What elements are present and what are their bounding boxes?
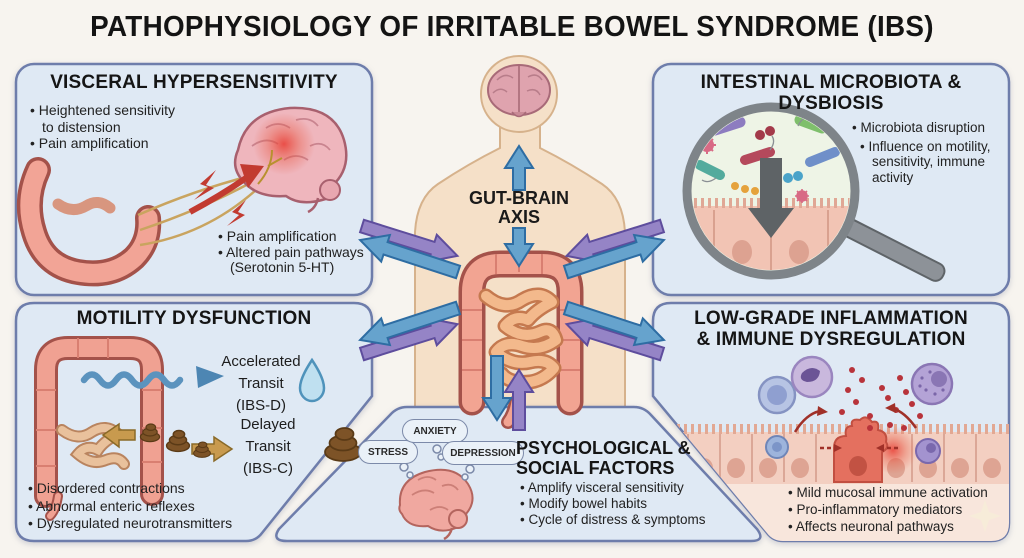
visceral-panel-title: VISCERAL HYPERSENSITIVITY	[50, 72, 338, 93]
list-item: Mild mucosal immune activation	[788, 484, 987, 501]
motility-panel-title: MOTILITY DYSFUNCTION	[76, 308, 312, 329]
magnifier-icon	[682, 102, 946, 282]
delayed-transit-label: Delayed Transit (IBS-C)	[240, 416, 296, 477]
visceral-bullets-top: Heightened sensitivity to distension Pai…	[30, 102, 175, 152]
inflammation-bullets: Mild mucosal immune activation Pro-infla…	[788, 484, 988, 535]
thought-bubble-depression: DEPRESSION	[442, 441, 524, 465]
list-item: Cycle of distress & symptoms	[520, 512, 705, 528]
axis-up-arrow-icon	[503, 144, 535, 191]
thought-bubble-tails	[399, 444, 475, 481]
pain-glow	[253, 113, 315, 175]
blue-arrow-icon	[481, 355, 513, 422]
axis-down-arrow-icon	[503, 227, 535, 268]
brain-icon	[233, 106, 348, 214]
gut-brain-axis-arrows	[503, 144, 535, 268]
list-item: Dysregulated neurotransmitters	[28, 515, 232, 533]
dysbiosis-arrow-icon	[748, 158, 794, 238]
list-item: Disordered contractions	[28, 480, 232, 498]
pain-arrow-icon	[188, 164, 264, 215]
visceral-bullets-bottom: Pain amplification Altered pain pathways…	[218, 228, 364, 276]
accelerated-wavy-arrow-icon	[80, 366, 224, 389]
list-item: Affects neuronal pathways	[788, 518, 988, 535]
motility-bullets: Disordered contractions Abnormal enteric…	[28, 480, 232, 533]
damaged-cell-icon	[833, 416, 889, 483]
head-brain-icon	[487, 64, 551, 118]
thought-bubble-stress: STRESS	[358, 440, 418, 464]
microbiota-panel-title: INTESTINAL MICROBIOTA & DYSBIOSIS	[700, 72, 962, 114]
intestine-icon	[16, 157, 162, 287]
list-item: Amplify visceral sensitivity	[520, 480, 706, 496]
list-item: Microbiota disruption	[852, 120, 1002, 136]
microbiota-bullets: Microbiota disruption Influence on motil…	[852, 120, 1002, 185]
delayed-arrow-left-icon	[101, 422, 136, 449]
list-item: Pain amplification	[218, 228, 364, 245]
list-item: Modify bowel habits	[520, 496, 706, 512]
delayed-transit-icons	[101, 422, 362, 463]
psychological-panel-title: PSYCHOLOGICAL & SOCIAL FACTORS	[516, 438, 691, 478]
bidirectional-arrow-bottom-center	[481, 355, 535, 431]
epithelium-icon	[656, 416, 1009, 484]
mediator-granules-icon	[839, 367, 923, 431]
purple-arrow-icon	[503, 368, 535, 431]
list-item: Altered pain pathways (Serotonin 5-HT)	[218, 244, 364, 276]
immune-cells-icon	[757, 355, 954, 415]
gut-brain-axis-label: GUT-BRAIN AXIS	[469, 188, 569, 227]
list-item: Pro-inflammatory mediators	[788, 501, 988, 518]
list-item: Pain amplification	[30, 135, 175, 152]
list-item: Abnormal enteric reflexes	[28, 498, 232, 516]
droplet-icon	[298, 357, 326, 403]
list-item: Influence on motility, sensitivity, immu…	[860, 139, 1002, 186]
inflammation-panel-title: LOW-GRADE INFLAMMATION & IMMUNE DYSREGUL…	[694, 308, 968, 350]
psych-brain-icon	[398, 468, 474, 541]
panel-arrows	[354, 211, 670, 431]
thought-bubble-anxiety: ANXIETY	[402, 419, 468, 443]
list-item: Heightened sensitivity to distension	[30, 102, 175, 135]
accelerated-transit-label: Accelerated Transit (IBS-D)	[221, 353, 301, 414]
visceral-illustration	[16, 106, 348, 287]
lightning-icon	[194, 170, 246, 226]
page-title: PATHOPHYSIOLOGY OF IRRITABLE BOWEL SYNDR…	[90, 11, 934, 43]
psychological-bullets: Amplify visceral sensitivity Modify bowe…	[520, 480, 706, 528]
inflammation-arrows-icon	[793, 403, 918, 452]
